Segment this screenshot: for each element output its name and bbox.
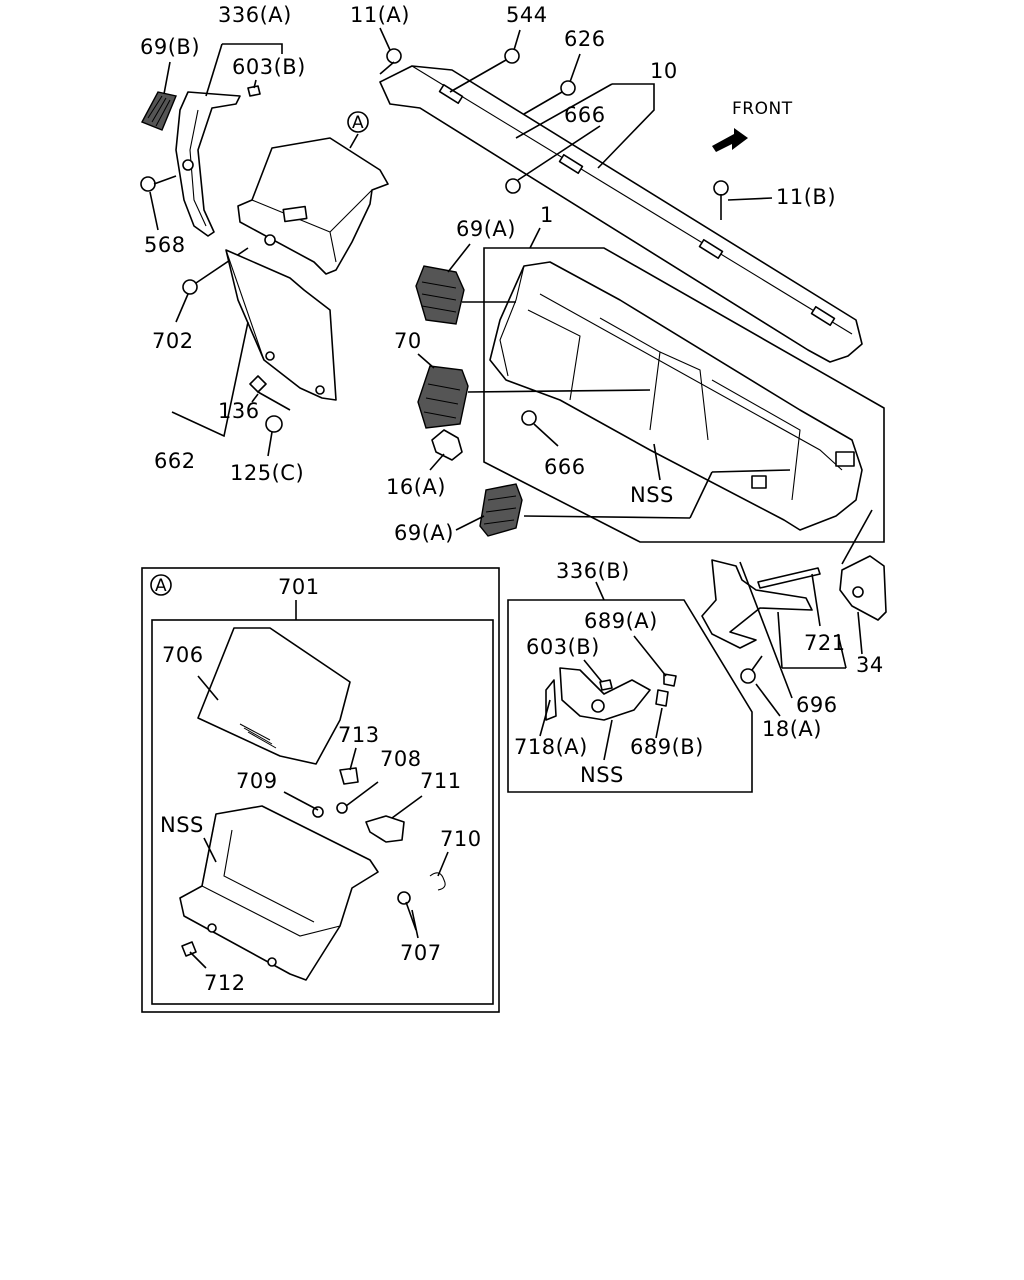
label-69b: 69(B) bbox=[140, 35, 200, 59]
stopper-712-part bbox=[181, 941, 197, 957]
label-18a: 18(A) bbox=[762, 717, 822, 741]
label-713: 713 bbox=[338, 723, 380, 747]
label-707: 707 bbox=[400, 941, 442, 965]
label-666-mid: 666 bbox=[544, 455, 586, 479]
label-711: 711 bbox=[420, 769, 462, 793]
leader-lines bbox=[149, 27, 863, 969]
label-nss-right: NSS bbox=[580, 763, 624, 787]
label-702: 702 bbox=[152, 329, 194, 353]
lower-panel-662-part bbox=[225, 249, 337, 401]
label-710: 710 bbox=[440, 827, 482, 851]
cover-34-part bbox=[839, 509, 887, 621]
bolt-11a-part bbox=[379, 48, 402, 75]
label-706: 706 bbox=[162, 643, 204, 667]
glove-box-lid-706-part bbox=[197, 627, 351, 765]
label-34: 34 bbox=[856, 653, 884, 677]
box-336b-outline bbox=[507, 581, 753, 793]
label-666-top: 666 bbox=[564, 103, 606, 127]
bolt-707-part bbox=[397, 891, 417, 931]
label-70: 70 bbox=[394, 329, 422, 353]
main-dash-frame-1-part bbox=[489, 261, 863, 531]
label-696: 696 bbox=[796, 693, 838, 717]
side-cover-336a-part bbox=[175, 91, 241, 237]
bolt-18a-part bbox=[740, 655, 763, 684]
label-712: 712 bbox=[204, 971, 246, 995]
label-11b: 11(B) bbox=[776, 185, 836, 209]
label-708: 708 bbox=[380, 747, 422, 771]
label-16a: 16(A) bbox=[386, 475, 446, 499]
vent-69a-top-part bbox=[415, 265, 516, 325]
vent-69a-bottom-part bbox=[479, 483, 691, 537]
assembly-1-outline bbox=[483, 227, 885, 543]
screw-544-part bbox=[449, 48, 520, 93]
label-718a: 718(A) bbox=[514, 735, 588, 759]
clip-713-part bbox=[339, 767, 359, 785]
label-626: 626 bbox=[564, 27, 606, 51]
label-nss-mid: NSS bbox=[630, 483, 674, 507]
label-689a: 689(A) bbox=[584, 609, 658, 633]
detail-a-outer-box bbox=[141, 567, 500, 1013]
label-689b: 689(B) bbox=[630, 735, 704, 759]
label-568: 568 bbox=[144, 233, 186, 257]
label-10: 10 bbox=[650, 59, 678, 83]
vent-69b-part bbox=[141, 91, 177, 131]
label-11a: 11(A) bbox=[350, 3, 410, 27]
label-336a: 336(A) bbox=[218, 3, 292, 27]
nut-702-part bbox=[182, 247, 249, 295]
bracket-711-part bbox=[365, 815, 405, 843]
label-front: FRONT bbox=[732, 99, 793, 119]
label-a-box: A bbox=[155, 576, 167, 596]
label-69a-bottom: 69(A) bbox=[394, 521, 454, 545]
strip-721-part bbox=[757, 567, 821, 589]
label-336b: 336(B) bbox=[556, 559, 630, 583]
clip-666-mid-part bbox=[521, 410, 537, 426]
label-a-top: A bbox=[352, 113, 364, 133]
label-544: 544 bbox=[506, 3, 548, 27]
vent-70-part bbox=[417, 365, 651, 429]
screw-626-part bbox=[523, 80, 576, 115]
bolt-11b-part bbox=[713, 180, 729, 220]
label-603b-right: 603(B) bbox=[526, 635, 600, 659]
bracket-16a-part bbox=[431, 429, 463, 461]
label-69a-top: 69(A) bbox=[456, 217, 516, 241]
callout-a-circle bbox=[347, 111, 369, 133]
label-136: 136 bbox=[218, 399, 260, 423]
spring-710-part bbox=[429, 872, 446, 891]
screw-708-part bbox=[336, 802, 348, 814]
label-125c: 125(C) bbox=[230, 461, 304, 485]
label-603b-top: 603(B) bbox=[232, 55, 306, 79]
label-721: 721 bbox=[804, 631, 846, 655]
glove-box-housing-part bbox=[237, 137, 389, 275]
side-cover-336b-part bbox=[545, 667, 677, 721]
clip-136-part bbox=[249, 375, 291, 411]
label-662: 662 bbox=[154, 449, 196, 473]
glove-box-frame-part bbox=[179, 805, 379, 981]
front-arrow-icon bbox=[712, 128, 748, 152]
label-nss-box: NSS bbox=[160, 813, 204, 837]
label-701: 701 bbox=[278, 575, 320, 599]
label-1: 1 bbox=[540, 203, 554, 227]
bracket-696-part bbox=[701, 559, 813, 649]
label-709: 709 bbox=[236, 769, 278, 793]
clip-666-top-part bbox=[505, 178, 521, 194]
screw-568-part bbox=[140, 175, 177, 192]
screw-125c-part bbox=[265, 415, 283, 433]
upper-dash-cover-10-part bbox=[379, 65, 863, 363]
